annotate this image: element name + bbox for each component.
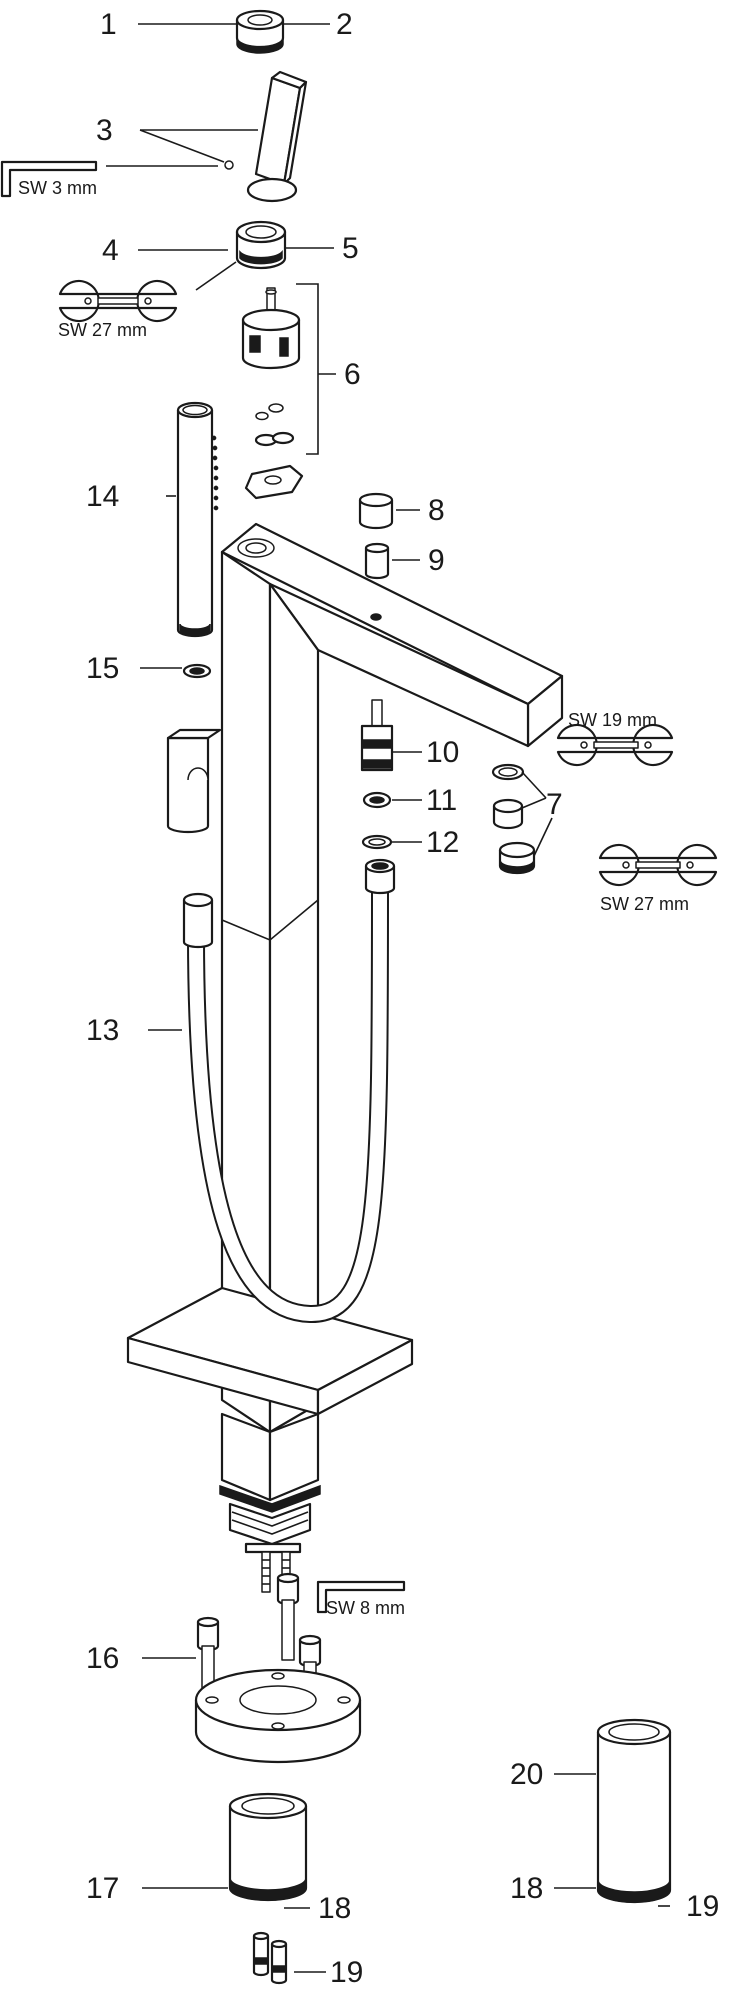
label-part-6: 6 bbox=[344, 358, 361, 391]
mounting-flange bbox=[194, 1668, 362, 1764]
hex-key-icon bbox=[0, 160, 98, 198]
open-end-wrench-icon bbox=[58, 279, 178, 323]
label-part-18-left: 18 bbox=[318, 1892, 351, 1925]
tool-label-hex-3: SW 3 mm bbox=[18, 178, 97, 198]
part-14-hand-shower bbox=[176, 401, 219, 638]
label-part-3: 3 bbox=[96, 114, 113, 147]
mixer-body bbox=[126, 522, 564, 1593]
hex-key-icon bbox=[316, 1580, 406, 1614]
part-20-extension bbox=[596, 1718, 672, 1904]
tool-label-wrench-27-top: SW 27 mm bbox=[58, 320, 147, 340]
label-part-19-left: 19 bbox=[330, 1956, 363, 1989]
open-end-wrench-icon bbox=[598, 843, 718, 887]
part-2-ring bbox=[235, 9, 285, 54]
part-10-diverter bbox=[360, 699, 394, 772]
part-17-riser bbox=[228, 1792, 308, 1902]
label-part-2: 2 bbox=[336, 8, 353, 41]
part-6-cartridge bbox=[241, 287, 304, 500]
part-7-aerator bbox=[491, 763, 536, 875]
part-8-cap bbox=[358, 492, 394, 530]
open-end-wrench-icon bbox=[556, 723, 674, 767]
part-labels: 1 2 3 4 5 6 14 8 9 15 10 7 11 12 13 16 1… bbox=[86, 8, 719, 1989]
part-19-sleeves bbox=[252, 1931, 288, 1985]
label-part-5: 5 bbox=[342, 232, 359, 265]
part-5-cartridge-nut bbox=[235, 220, 287, 270]
label-part-9: 9 bbox=[428, 544, 445, 577]
label-part-20: 20 bbox=[510, 1758, 543, 1791]
label-part-1: 1 bbox=[100, 8, 117, 41]
label-part-16: 16 bbox=[86, 1642, 119, 1675]
label-part-18-right: 18 bbox=[510, 1872, 543, 1905]
label-part-19-right: 19 bbox=[686, 1890, 719, 1923]
label-part-10: 10 bbox=[426, 736, 459, 769]
tool-label-wrench-27-right: SW 27 mm bbox=[600, 894, 689, 914]
label-part-17: 17 bbox=[86, 1872, 119, 1905]
label-part-13: 13 bbox=[86, 1014, 119, 1047]
tool-label-wrench-19: SW 19 mm bbox=[568, 710, 657, 730]
label-part-14: 14 bbox=[86, 480, 119, 513]
label-part-11: 11 bbox=[426, 784, 457, 817]
label-part-7: 7 bbox=[546, 788, 563, 821]
part-9-cap bbox=[364, 542, 390, 580]
label-part-8: 8 bbox=[428, 494, 445, 527]
part-13-shower-hose bbox=[182, 858, 396, 1324]
part-3-lever-handle bbox=[224, 70, 308, 203]
part-11-nut bbox=[362, 791, 392, 809]
tool-label-hex-8: SW 8 mm bbox=[326, 1598, 405, 1618]
part-15-washer bbox=[182, 663, 212, 679]
label-part-15: 15 bbox=[86, 652, 119, 685]
shower-holder bbox=[166, 728, 222, 834]
part-12-washer bbox=[361, 834, 393, 850]
tool-labels: SW 3 mm SW 27 mm SW 19 mm SW 27 mm SW 8 … bbox=[18, 178, 689, 1618]
leader-lines bbox=[106, 23, 670, 1973]
label-part-4: 4 bbox=[102, 234, 119, 267]
label-part-12: 12 bbox=[426, 826, 459, 859]
